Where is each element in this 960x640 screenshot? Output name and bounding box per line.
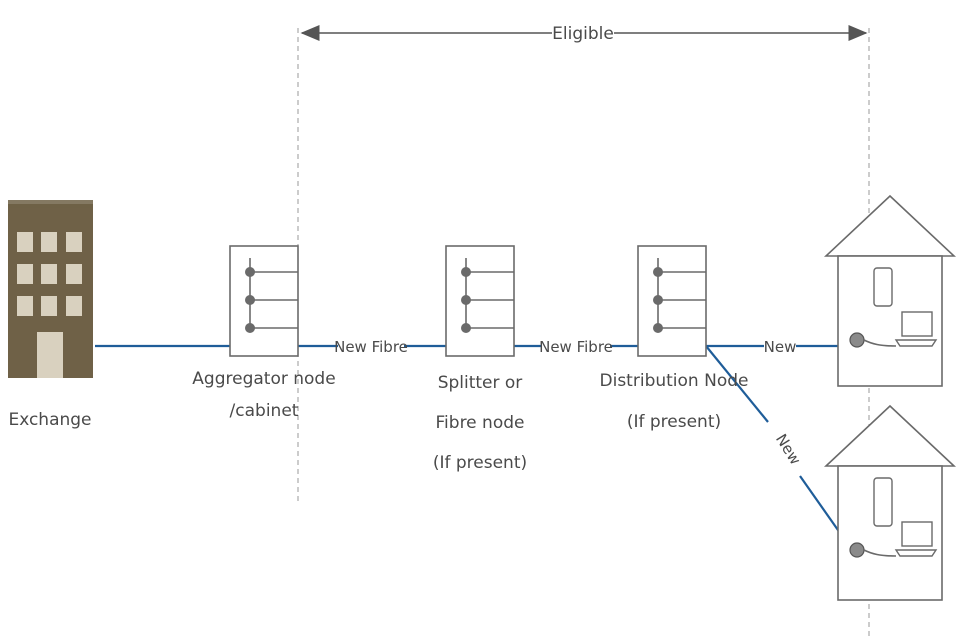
exchange-building-icon <box>8 200 93 378</box>
aggregator-label-2: /cabinet <box>230 401 299 421</box>
laptop-icon <box>901 311 933 337</box>
distribution-label-1: Distribution Node <box>600 371 749 391</box>
phone-icon <box>873 267 893 307</box>
distribution-node-icon <box>637 245 707 357</box>
splitter-label-3: (If present) <box>433 453 527 473</box>
aggregator-label-1: Aggregator node <box>192 369 335 389</box>
splitter-node-icon <box>445 245 515 357</box>
splitter-label-1: Splitter or <box>438 373 523 393</box>
eligible-label: Eligible <box>552 24 614 44</box>
fiber-distribution-house2-a <box>705 345 769 423</box>
house-1-icon <box>823 194 957 387</box>
ont-icon <box>849 542 865 558</box>
link-label-new-2: New <box>772 431 805 468</box>
link-label-new-fibre-2: New Fibre <box>539 338 613 356</box>
phone-icon <box>873 477 893 527</box>
link-label-new-1: New <box>764 338 797 356</box>
house-2-icon <box>823 404 957 601</box>
aggregator-node-icon <box>229 245 299 357</box>
splitter-label-2: Fibre node <box>436 413 525 433</box>
link-label-new-fibre-1: New Fibre <box>334 338 408 356</box>
distribution-label-2: (If present) <box>627 412 721 432</box>
exchange-label: Exchange <box>8 410 91 430</box>
ont-icon <box>849 332 865 348</box>
laptop-icon <box>901 521 933 547</box>
